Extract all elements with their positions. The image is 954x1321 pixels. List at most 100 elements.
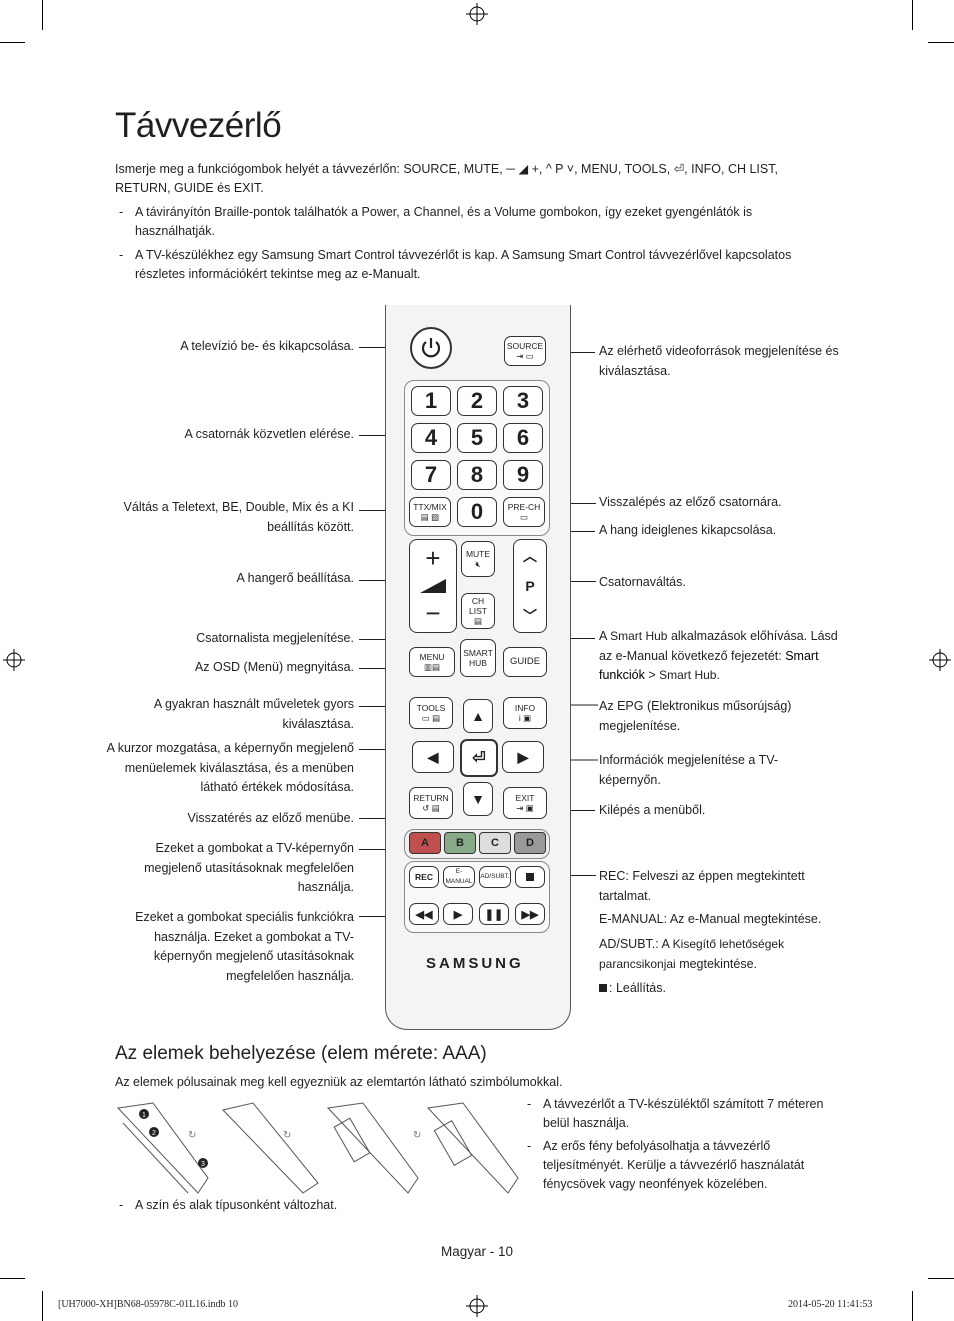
label-cursor: A kurzor mozgatása, a képernyőn megjelen… [106, 741, 354, 794]
play-button[interactable]: ▶ [443, 903, 473, 925]
left-button[interactable]: ◀ [412, 741, 454, 773]
volume-icon: ─ ◢ + [506, 162, 539, 176]
label-color-buttons: Ezeket a gombokat a TV-képernyőn megjele… [144, 841, 354, 894]
info-icon: i ▣ [518, 713, 532, 723]
mute-icon: 🔇︎ [475, 559, 481, 569]
chlist-button[interactable]: CH LIST▤ [461, 593, 495, 629]
stop-button[interactable] [515, 866, 545, 888]
svg-text:2: 2 [152, 1130, 156, 1137]
key-9[interactable]: 9 [503, 460, 543, 490]
page-number: Magyar - 10 [440, 1244, 514, 1259]
section-title: Az elemek behelyezése (elem mérete: AAA) [115, 1043, 487, 1064]
svg-text:3: 3 [201, 1161, 205, 1168]
volume-up-icon: + [425, 542, 441, 573]
channel-up-icon: ︿ [523, 548, 537, 564]
stop-icon [599, 984, 607, 992]
c-button[interactable]: C [479, 832, 511, 854]
pause-button[interactable]: ❚❚ [479, 903, 509, 925]
channel-rocker[interactable]: ︿ P ﹀ [513, 539, 547, 633]
label-smarthub: A Smart Hub alkalmazások előhívása. Lásd… [599, 629, 838, 682]
down-button[interactable]: ▼ [463, 782, 493, 816]
label-epg: Az EPG (Elektronikus műsorújság) megjele… [599, 699, 792, 733]
label-mute: A hang ideiglenes kikapcsolása. [599, 523, 777, 537]
svg-text:↻: ↻ [413, 1130, 421, 1141]
label-power: A televízió be- és kikapcsolása. [180, 339, 354, 353]
a-button[interactable]: A [409, 832, 441, 854]
key-5[interactable]: 5 [457, 423, 497, 453]
label-ttx: Váltás a Teletext, BE, Double, Mix és a … [123, 500, 354, 534]
svg-text:1: 1 [142, 1112, 146, 1119]
enter-icon: ⏎ [673, 162, 685, 176]
key-6[interactable]: 6 [503, 423, 543, 453]
menu-button[interactable]: MENU▥▤ [409, 647, 455, 677]
teletext-icon: ▤ ▨ [420, 512, 440, 522]
exit-button[interactable]: EXIT⇥ ▣ [503, 787, 547, 819]
battery-insertion-illustration: 1 2 3 ↻ ↻ ↻ [116, 1102, 519, 1194]
registration-mark-icon [3, 649, 25, 671]
svg-text:↻: ↻ [188, 1130, 196, 1141]
bullet-smart-control: -A TV-készülékhez egy Samsung Smart Cont… [119, 248, 792, 281]
label-channel: Csatornaváltás. [599, 575, 686, 589]
fast-forward-button[interactable]: ▶▶ [515, 903, 545, 925]
label-info: Információk megjelenítése a TV-képernyőn… [599, 753, 779, 787]
brand-logo: SAMSUNG [426, 955, 524, 972]
guide-button[interactable]: GUIDE [503, 647, 547, 677]
prech-button[interactable]: PRE-CH▭ [503, 497, 545, 527]
rec-button[interactable]: REC [409, 866, 439, 888]
note-distance: A távvezérlőt a TV-készüléktől számított… [543, 1097, 824, 1130]
note-variation: A szín és alak típusonként változhat. [135, 1198, 338, 1212]
tools-icon: ▭ ▤ [421, 713, 441, 723]
adsubt-button[interactable]: AD/SUBT. [479, 866, 511, 888]
b-button[interactable]: B [444, 832, 476, 854]
return-icon: ↺ ▤ [422, 803, 440, 813]
source-button[interactable]: SOURCE⇥ ▭ [504, 336, 546, 366]
slug-left: [UH7000-XH]BN68-05978C-01L16.indb 10 [58, 1299, 238, 1310]
enter-button[interactable]: ⏎ [460, 739, 498, 777]
volume-down-icon: − [425, 598, 441, 629]
label-special-buttons: Ezeket a gombokat speciális funkciókra h… [135, 910, 354, 983]
label-emanual: E-MANUAL: Az e-Manual megtekintése. [599, 912, 822, 926]
source-icon: ⇥ ▭ [516, 351, 534, 361]
label-prech: Visszalépés az előző csatornára. [599, 495, 782, 509]
exit-icon: ⇥ ▣ [516, 803, 534, 813]
slug-right: 2014-05-20 11:41:53 [788, 1299, 873, 1310]
svg-text:↻: ↻ [283, 1130, 291, 1141]
mute-button[interactable]: MUTE🔇︎ [461, 541, 495, 577]
channel-down-icon: ﹀ [523, 608, 537, 624]
registration-mark-icon [466, 3, 488, 25]
ttx-mix-button[interactable]: TTX/MIX▤ ▨ [409, 497, 451, 527]
power-button[interactable] [410, 327, 452, 369]
channel-icon: ^ P ˅ [545, 162, 575, 176]
label-chlist: Csatornalista megjelenítése. [196, 631, 354, 645]
key-1[interactable]: 1 [411, 386, 451, 416]
right-button[interactable]: ▶ [502, 741, 544, 773]
key-4[interactable]: 4 [411, 423, 451, 453]
intro-text: Ismerje meg a funkciógombok helyét a táv… [115, 162, 778, 195]
list-icon: ▤ [473, 616, 483, 626]
label-exit: Kilépés a menüből. [599, 803, 706, 817]
label-adsubt: AD/SUBT.: A Kisegítő lehetőségek parancs… [599, 937, 785, 971]
key-0[interactable]: 0 [457, 497, 497, 527]
label-source: Az elérhető videoforrások megjelenítése … [599, 344, 839, 378]
power-icon [421, 338, 441, 358]
key-3[interactable]: 3 [503, 386, 543, 416]
emanual-button[interactable]: E-MANUAL [443, 866, 475, 888]
return-button[interactable]: RETURN↺ ▤ [409, 787, 453, 819]
volume-rocker[interactable]: + − [409, 539, 457, 633]
up-button[interactable]: ▲ [463, 699, 493, 733]
label-menu: Az OSD (Menü) megnyitása. [194, 660, 354, 674]
rewind-button[interactable]: ◀◀ [409, 903, 439, 925]
key-2[interactable]: 2 [457, 386, 497, 416]
registration-mark-icon [929, 649, 951, 671]
key-8[interactable]: 8 [457, 460, 497, 490]
bullet-braille: -A távirányítón Braille-pontok található… [119, 205, 753, 238]
menu-icon: ▥▤ [423, 662, 441, 672]
remote-control: SOURCE⇥ ▭ 1 2 3 4 5 6 7 8 9 TTX/MIX▤ ▨ 0… [385, 305, 571, 1030]
d-button[interactable]: D [514, 832, 546, 854]
key-7[interactable]: 7 [411, 460, 451, 490]
registration-mark-icon [466, 1295, 488, 1317]
stop-icon [526, 873, 534, 881]
tools-button[interactable]: TOOLS▭ ▤ [409, 697, 453, 729]
